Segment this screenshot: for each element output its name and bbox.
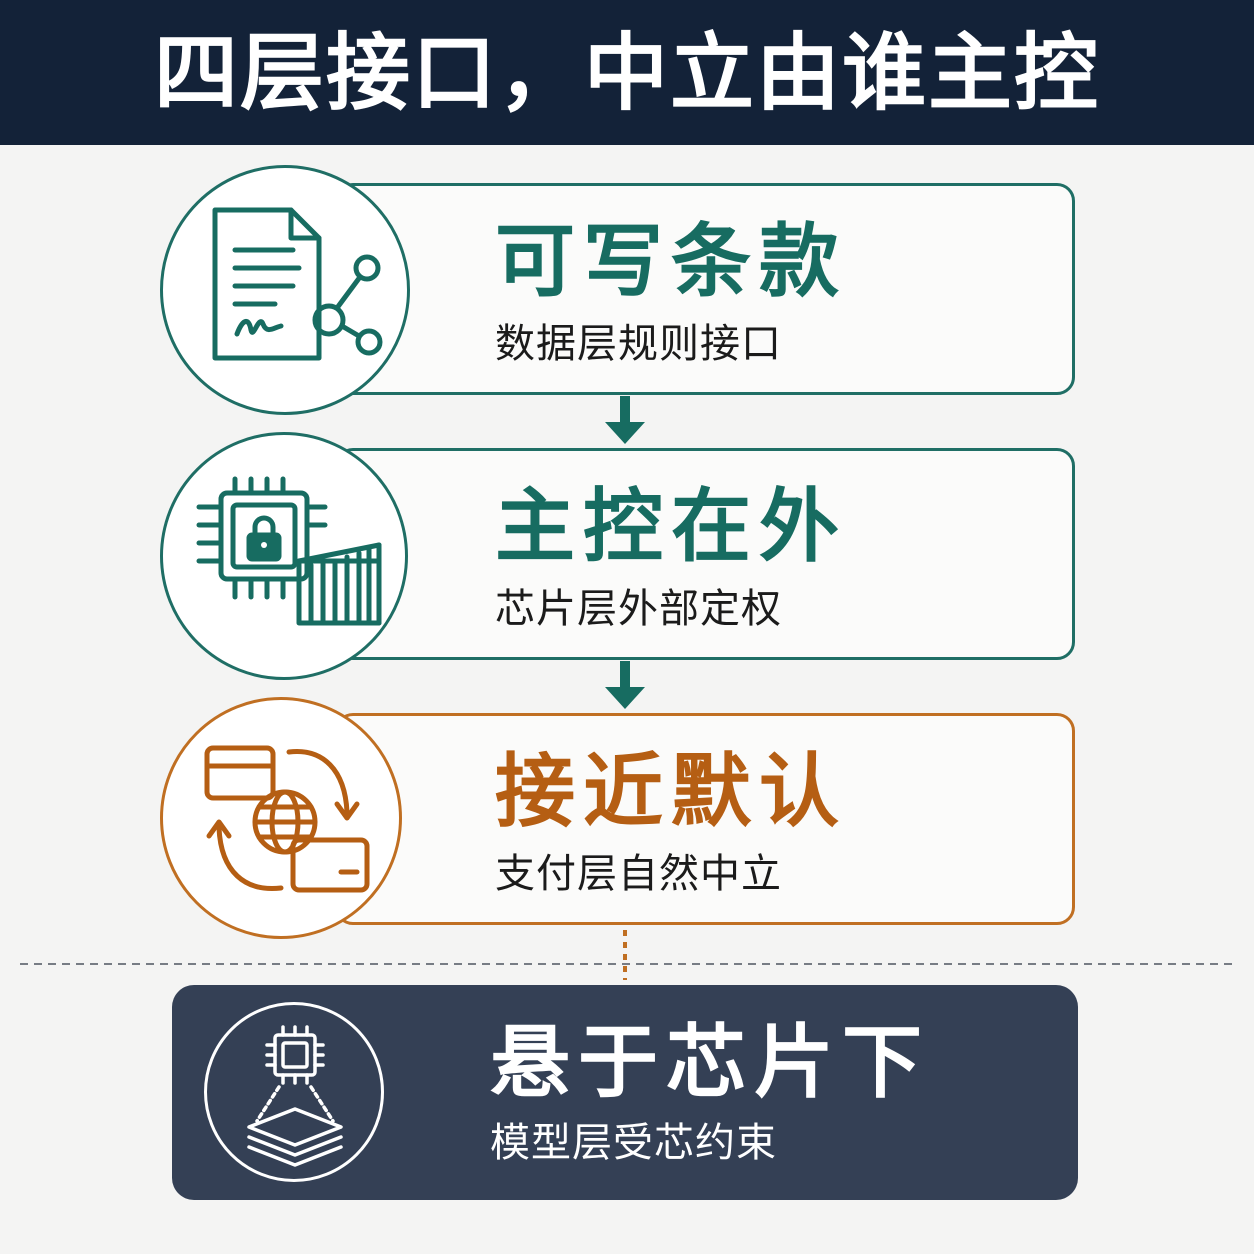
- down-arrow-icon: [605, 396, 645, 444]
- layer-card-model: 悬于芯片下 模型层受芯约束: [172, 985, 1078, 1200]
- contract-document-icon: [160, 165, 410, 415]
- layer-title: 可写条款: [495, 215, 847, 308]
- layer-title: 悬于芯片下: [490, 1016, 930, 1109]
- down-arrow-icon: [605, 661, 645, 709]
- chip-over-layers-icon: [204, 1002, 384, 1182]
- section-divider: [20, 930, 1234, 980]
- layer-subtitle: 支付层自然中立: [495, 851, 782, 897]
- layer-subtitle: 模型层受芯约束: [490, 1120, 777, 1166]
- layer-subtitle: 数据层规则接口: [495, 321, 782, 367]
- layer-card-data: 可写条款 数据层规则接口: [335, 183, 1075, 395]
- layer-title: 主控在外: [495, 480, 847, 573]
- page-title: 四层接口，中立由谁主控: [153, 23, 1100, 122]
- layer-subtitle: 芯片层外部定权: [495, 586, 782, 632]
- layer-card-payment: 接近默认 支付层自然中立: [335, 713, 1075, 925]
- layer-card-chip: 主控在外 芯片层外部定权: [335, 448, 1075, 660]
- locked-chip-icon: [160, 432, 408, 680]
- payment-exchange-icon: [160, 697, 402, 939]
- layer-title: 接近默认: [495, 745, 847, 838]
- header-bar: 四层接口，中立由谁主控: [0, 0, 1254, 145]
